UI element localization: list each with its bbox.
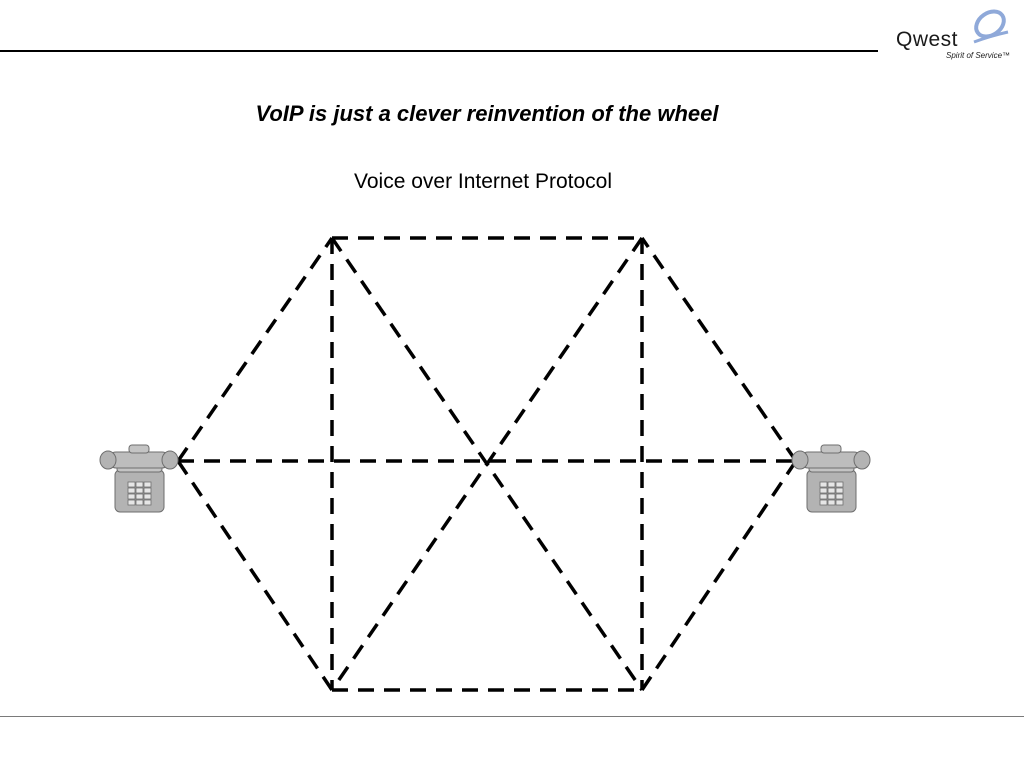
header-rule xyxy=(0,50,878,52)
edge-right-phone-top-right xyxy=(640,237,798,462)
right-telephone-icon xyxy=(791,444,871,513)
qwest-logo: Qwest Spirit of Service™ xyxy=(890,6,1018,64)
slide-title: VoIP is just a clever reinvention of the… xyxy=(255,101,719,126)
edge-top-right-bottom-left xyxy=(330,237,644,691)
slide-subtitle: Voice over Internet Protocol xyxy=(354,170,612,193)
left-telephone-icon xyxy=(99,444,179,513)
qwest-q-swoosh-icon xyxy=(973,9,1009,44)
logo-tagline: Spirit of Service™ xyxy=(946,51,1011,60)
edge-left-phone-top-left xyxy=(176,237,334,462)
footer-rule xyxy=(0,716,1024,717)
logo-wordmark: Qwest xyxy=(896,28,959,51)
edge-left-phone-bottom-left xyxy=(176,460,334,691)
edge-right-phone-bottom-right xyxy=(640,460,798,691)
